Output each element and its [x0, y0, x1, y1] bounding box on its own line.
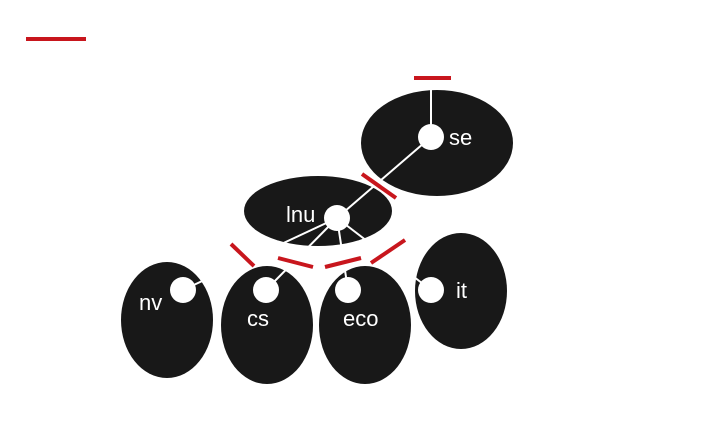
node-se	[418, 124, 444, 150]
node-nv	[170, 277, 196, 303]
node-lnu	[324, 205, 350, 231]
marker-it	[369, 238, 407, 265]
marker-se-lnu	[360, 172, 398, 200]
node-cs	[253, 277, 279, 303]
group-nv	[121, 262, 213, 378]
node-it	[418, 277, 444, 303]
group-lnu	[244, 176, 392, 246]
edge-se-lnu	[336, 136, 432, 219]
label-it: it	[456, 278, 467, 303]
group-it	[415, 233, 507, 349]
node-eco	[335, 277, 361, 303]
label-se: se	[449, 125, 472, 150]
marker-cs	[277, 256, 314, 269]
edge-lnu-nv	[182, 217, 338, 291]
group-cs	[221, 266, 313, 384]
marker-nv	[229, 242, 256, 268]
marker-eco	[324, 256, 362, 269]
label-nv: nv	[139, 290, 162, 315]
edge-lnu-cs	[265, 217, 338, 291]
label-cs: cs	[247, 306, 269, 331]
label-eco: eco	[343, 306, 378, 331]
label-lnu: lnu	[286, 202, 315, 227]
